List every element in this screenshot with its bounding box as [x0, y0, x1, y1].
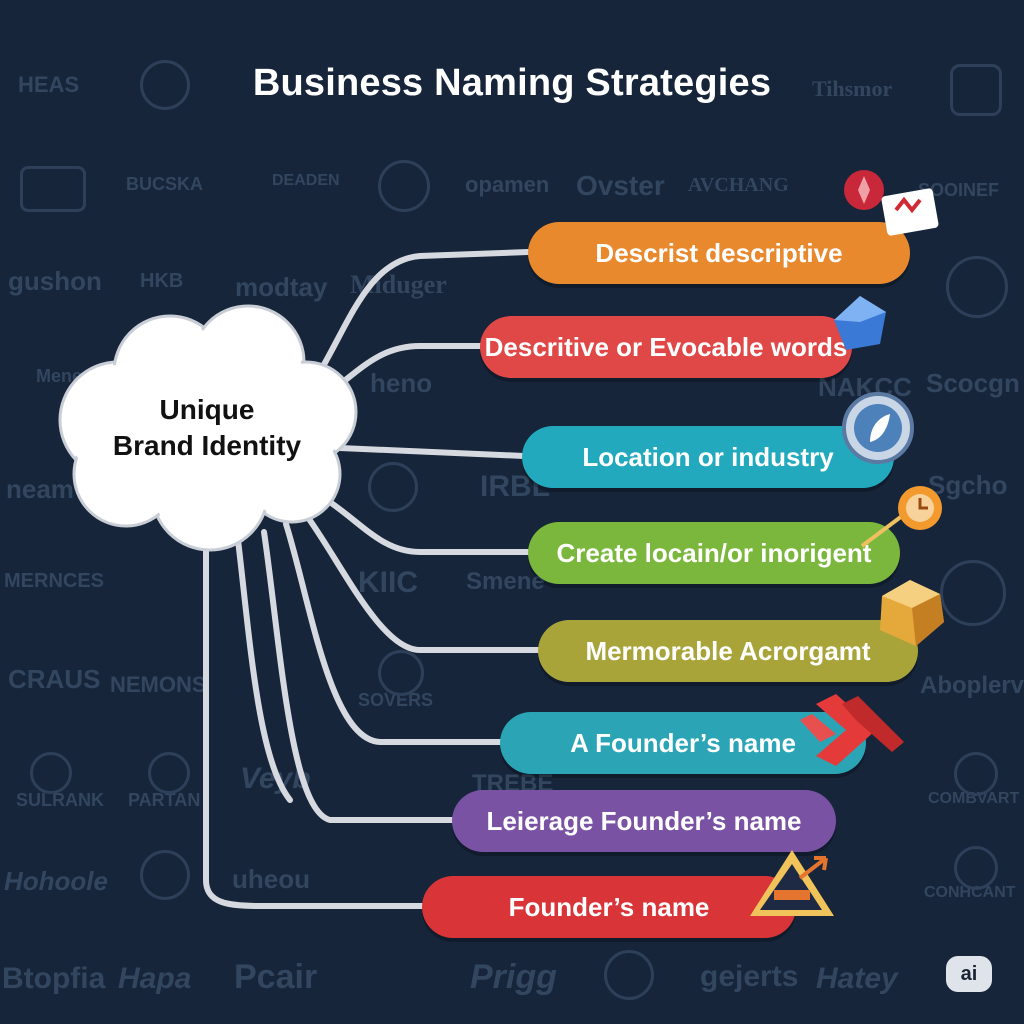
cube-icon: [880, 580, 944, 646]
bg-logo: CONHCANT: [924, 884, 1016, 901]
center-line-1: Unique: [159, 394, 255, 425]
triangle-icon: [750, 850, 834, 916]
strategy-label: Leierage Founder’s name: [486, 805, 802, 836]
bg-logo: Hatey: [816, 962, 898, 995]
connector-line: [203, 545, 427, 909]
bg-logo-mark: [604, 950, 654, 1000]
bg-logo: uheou: [232, 864, 310, 894]
bg-logo: heno: [370, 368, 433, 398]
bg-logo-mark: [954, 752, 998, 796]
bg-logo: Btopfia: [2, 962, 106, 995]
bg-logo: Pcair: [234, 958, 318, 996]
bg-logo-mark: [954, 846, 998, 890]
bg-logo: BUCSKA: [126, 174, 204, 194]
strategy-label: A Founder’s name: [570, 727, 796, 758]
strategy-label: Location or industry: [582, 441, 834, 472]
bg-logo: Aboplerv: [920, 672, 1024, 699]
strategy-pill-1[interactable]: Descrist descriptive: [528, 222, 910, 284]
bg-logo: gushon: [8, 266, 102, 296]
bg-logo: SOOINEF: [918, 180, 1000, 200]
bg-logo: CRAUS: [8, 664, 101, 694]
strategy-pill-8[interactable]: Founder’s name: [422, 876, 796, 938]
bg-logo: Hapa: [118, 962, 192, 995]
bg-logo-mark: [946, 256, 1008, 318]
bg-logo: PARTAN: [128, 790, 201, 810]
strategy-label: Create locain/or inorigent: [556, 537, 872, 568]
strategy-pill-3[interactable]: Location or industry: [522, 426, 894, 488]
bg-logo: Hohoole: [4, 866, 108, 896]
gem-icon: [834, 296, 886, 350]
strategy-label: Founder’s name: [508, 891, 710, 922]
bg-logo-mark: [940, 560, 1006, 626]
page-title: Business Naming Strategies: [252, 62, 772, 104]
bg-logo: COMBVART: [928, 790, 1020, 807]
strategy-pill-4[interactable]: Create locain/or inorigent: [528, 522, 900, 584]
strategy-label: Descritive or Evocable words: [484, 331, 848, 362]
bg-logo-mark: [30, 752, 72, 794]
bg-logo: AVCHANG: [688, 174, 789, 196]
bg-logo-mark: [378, 160, 430, 212]
bg-logo: HEAS: [18, 72, 80, 97]
bg-logo: Scocgn: [926, 368, 1020, 398]
connector-line: [319, 249, 531, 371]
bg-logo: SULRANK: [16, 790, 104, 810]
bg-logo-mark: [140, 850, 190, 900]
bg-logo: MERNCES: [4, 570, 105, 592]
bg-logo: HKB: [140, 270, 184, 292]
bg-logo: KIIC: [358, 566, 418, 599]
bg-logo: DEADEN: [272, 172, 340, 189]
connector-line: [261, 529, 457, 823]
bg-logo: neam: [6, 474, 74, 504]
strategy-label: Mermorable Acrorgamt: [585, 635, 871, 666]
bg-logo: Tihsmor: [812, 76, 893, 101]
chevrons-icon: [800, 694, 904, 766]
bg-logo-mark: [20, 166, 86, 212]
connector-line: [235, 537, 293, 803]
bg-logo: Prigg: [470, 958, 557, 996]
bg-logo: Ovster: [576, 170, 665, 201]
leaf-icon: [842, 392, 914, 464]
center-node-label: Unique Brand Identity: [62, 392, 352, 464]
ai-watermark-badge: ai: [946, 956, 992, 992]
bg-logo-mark: [950, 64, 1002, 116]
connector-line: [337, 445, 527, 459]
strategy-pill-5[interactable]: Mermorable Acrorgamt: [538, 620, 918, 682]
strategy-pill-7[interactable]: Leierage Founder’s name: [452, 790, 836, 852]
strategy-label: Descrist descriptive: [595, 237, 843, 268]
bg-logo-mark: [148, 752, 190, 794]
center-line-2: Brand Identity: [112, 430, 302, 461]
clock-icon: [860, 486, 942, 548]
bg-logo: NEMONS: [110, 672, 207, 697]
bg-logo: Sgcho: [928, 470, 1008, 500]
bg-logo-mark: [368, 462, 418, 512]
bg-logo-mark: [378, 650, 424, 696]
bg-logo: Smene: [466, 568, 545, 595]
strategy-pill-2[interactable]: Descritive or Evocable words: [480, 316, 852, 378]
bg-logo: opamen: [465, 172, 550, 197]
connector-line: [283, 521, 505, 745]
connector-line: [301, 509, 543, 653]
bg-logo: SOVERS: [358, 690, 434, 710]
ribbon-icon: [844, 170, 939, 236]
bg-logo: gejerts: [700, 960, 799, 993]
connector-line: [315, 491, 533, 555]
bg-logo: modtay: [235, 272, 328, 302]
bg-logo-mark: [140, 60, 190, 110]
